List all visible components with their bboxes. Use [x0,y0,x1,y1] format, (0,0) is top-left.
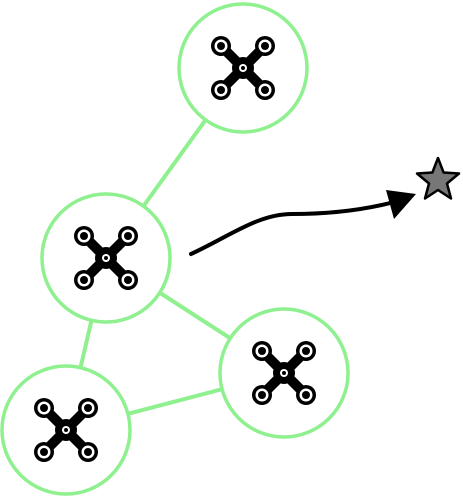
drone-node[interactable] [177,2,309,134]
drone-node[interactable] [0,364,132,496]
arrow-head-icon [386,190,416,219]
drone-node[interactable] [40,192,172,324]
star-target-icon [415,156,461,200]
drone-node[interactable] [218,307,350,439]
movement-arrow [189,197,404,256]
